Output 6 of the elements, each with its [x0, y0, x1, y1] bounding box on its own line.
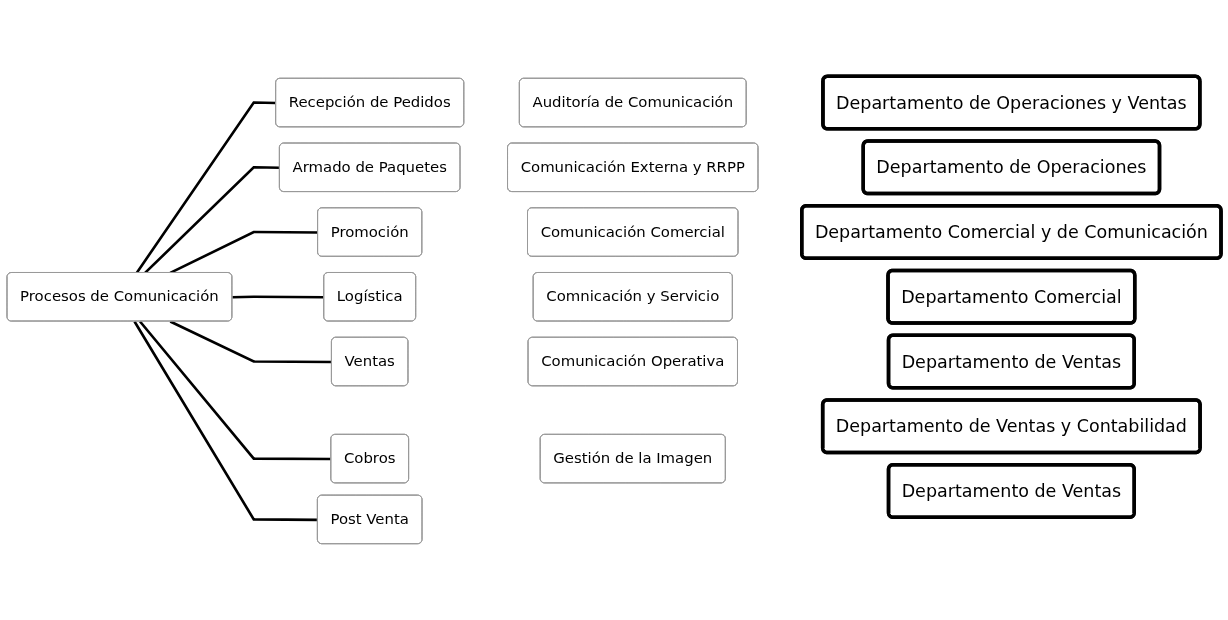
- connector: [144, 165, 280, 274]
- connector: [139, 320, 332, 461]
- connector: [135, 101, 277, 274]
- connector: [232, 295, 325, 299]
- connector: [169, 320, 332, 364]
- connector: [133, 320, 318, 522]
